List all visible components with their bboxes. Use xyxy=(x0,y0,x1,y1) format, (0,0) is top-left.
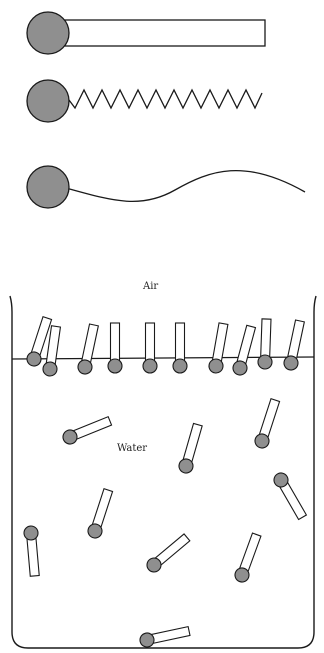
molecule-tail xyxy=(237,325,256,364)
molecule-tail xyxy=(212,323,227,362)
molecule-tail xyxy=(280,482,307,519)
surfactant-molecule xyxy=(77,323,101,375)
air-label: Air xyxy=(142,281,158,292)
molecule-tail xyxy=(288,320,305,359)
legend-zigzag-molecule xyxy=(27,80,262,122)
molecules xyxy=(23,316,308,648)
surfactant-molecule xyxy=(271,470,308,520)
rod-tail xyxy=(62,20,265,46)
molecule-tail xyxy=(146,323,155,361)
surfactant-molecule xyxy=(23,525,41,576)
molecule-tail xyxy=(239,533,260,572)
zigzag-tail xyxy=(66,90,262,108)
surfactant-molecule xyxy=(208,322,230,374)
molecule-tail xyxy=(82,324,99,363)
molecule-head xyxy=(258,355,272,369)
surfactant-molecule xyxy=(144,532,191,575)
zigzag-head xyxy=(27,80,69,122)
surfactant-molecule xyxy=(108,323,122,373)
legend-wave-molecule xyxy=(27,166,305,208)
molecule-tail xyxy=(183,423,202,462)
molecule-tail xyxy=(261,319,271,357)
molecule-tail xyxy=(259,399,279,438)
surfactant-molecule xyxy=(233,532,263,584)
surfactant-molecule xyxy=(143,323,157,373)
molecule-head xyxy=(143,359,157,373)
surfactant-molecule xyxy=(61,414,113,446)
molecule-tail xyxy=(155,534,190,565)
rod-head xyxy=(27,12,69,54)
wave-tail xyxy=(66,171,305,202)
molecule-tail xyxy=(176,323,185,361)
wave-head xyxy=(27,166,69,208)
surfactant-molecule xyxy=(173,323,187,373)
molecule-tail xyxy=(73,417,112,440)
legend-rod-molecule xyxy=(27,12,265,54)
surfactant-molecule xyxy=(283,319,307,371)
molecule-tail xyxy=(151,627,190,644)
water-label: Water xyxy=(117,443,147,454)
molecule-head xyxy=(108,359,122,373)
surfactant-molecule xyxy=(86,488,115,540)
molecule-tail xyxy=(27,538,39,577)
molecule-head xyxy=(23,525,38,540)
molecule-tail xyxy=(92,489,112,528)
surfactant-molecule xyxy=(253,398,282,450)
surfactant-molecule xyxy=(139,624,191,648)
surfactant-molecule xyxy=(231,325,257,377)
molecule-tail xyxy=(111,323,120,361)
surfactant-molecule xyxy=(177,423,204,475)
surfactant-molecule xyxy=(258,319,274,369)
molecule-head xyxy=(173,359,187,373)
